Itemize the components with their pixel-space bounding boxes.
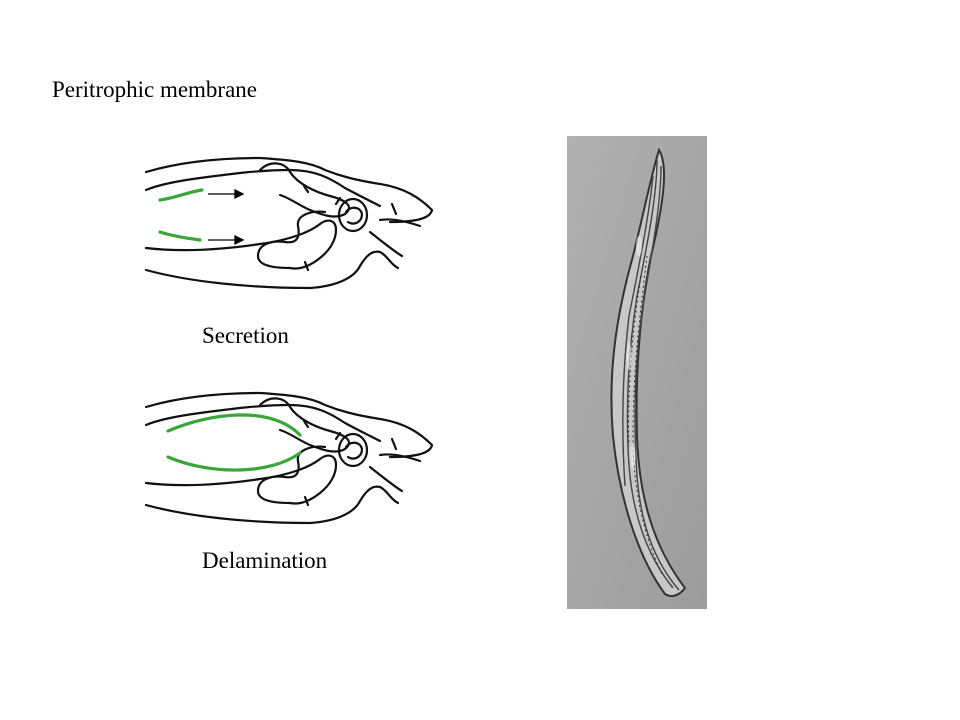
- arrow-upper-head: [234, 188, 245, 200]
- membrane-segment-lower: [158, 230, 202, 242]
- oval-structure: [337, 197, 369, 233]
- membrane-upper: [166, 413, 302, 437]
- membrane-micrograph: [567, 136, 707, 609]
- foregut-loop-upper: [258, 162, 351, 218]
- caption-secretion: Secretion: [202, 323, 289, 348]
- fiber-line-1: [626, 159, 674, 589]
- detail-strokes: [302, 184, 398, 272]
- gut-diagram-delamination: [144, 391, 434, 525]
- fiber-line-2: [634, 165, 680, 591]
- fiber-line-3: [622, 175, 654, 487]
- foregut-s-curve: [256, 445, 327, 505]
- highlight-2: [626, 342, 632, 370]
- gut-diagram-secretion: [144, 156, 434, 290]
- anterior-projection: [368, 453, 422, 493]
- detail-strokes: [302, 419, 398, 507]
- membrane-segment-upper: [158, 188, 204, 202]
- membrane-lower: [166, 451, 302, 472]
- oval-structure: [337, 432, 369, 468]
- oval-inner-curve: [344, 206, 364, 225]
- page-title: Peritrophic membrane: [52, 77, 258, 102]
- ventral-inner-outline: [144, 219, 338, 270]
- ventral-outline: [144, 485, 400, 525]
- foregut-loop-upper: [258, 397, 351, 453]
- dorsal-outline: [144, 391, 434, 459]
- dorsal-outline: [144, 156, 434, 224]
- oval-inner-curve: [344, 441, 364, 460]
- arrow-lower-head: [234, 234, 245, 246]
- anterior-projection: [368, 218, 422, 258]
- highlight-3: [630, 444, 636, 468]
- ventral-inner-outline: [144, 454, 338, 505]
- ventral-outline: [144, 250, 400, 290]
- foregut-s-curve: [256, 210, 327, 270]
- texture-line-1: [632, 255, 664, 577]
- caption-delamination: Delamination: [202, 548, 328, 573]
- highlight-1: [636, 236, 642, 256]
